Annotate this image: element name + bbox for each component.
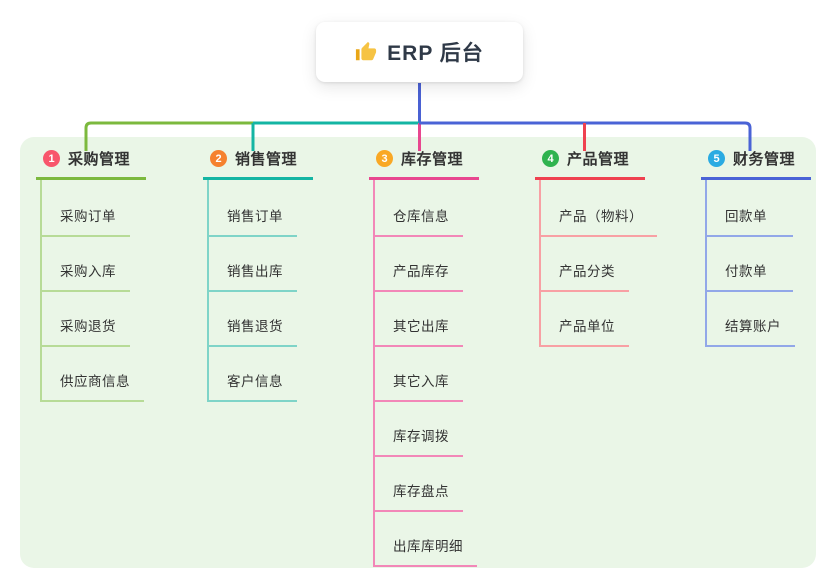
child-label: 回款单 xyxy=(725,209,767,224)
child-label: 产品分类 xyxy=(559,264,615,279)
background-panel xyxy=(20,137,816,568)
child-node[interactable]: 产品库存 xyxy=(375,237,463,292)
child-node[interactable]: 采购退货 xyxy=(42,292,130,347)
child-label: 库存调拨 xyxy=(393,429,449,444)
child-node[interactable]: 采购订单 xyxy=(42,180,130,237)
branch-number-badge: 2 xyxy=(210,150,227,167)
branch-node[interactable]: 5 财务管理 xyxy=(701,148,811,180)
branch-node[interactable]: 1 采购管理 xyxy=(36,148,146,180)
branch-column-sales: 2 销售管理 销售订单 销售出库 销售退货 客户信息 xyxy=(203,148,313,402)
child-node[interactable]: 销售退货 xyxy=(209,292,297,347)
root-node[interactable]: ERP 后台 xyxy=(316,22,523,82)
branch-children: 回款单 付款单 结算账户 xyxy=(705,180,795,347)
branch-label: 销售管理 xyxy=(235,151,298,168)
branch-children: 产品（物料） 产品分类 产品单位 xyxy=(539,180,657,347)
branch-column-inventory: 3 库存管理 仓库信息 产品库存 其它出库 其它入库 库存调拨 库存盘点 出库库… xyxy=(369,148,479,567)
child-node[interactable]: 销售订单 xyxy=(209,180,297,237)
child-label: 产品单位 xyxy=(559,319,615,334)
branch-column-product: 4 产品管理 产品（物料） 产品分类 产品单位 xyxy=(535,148,657,347)
child-node[interactable]: 销售出库 xyxy=(209,237,297,292)
child-label: 付款单 xyxy=(725,264,767,279)
branch-label: 采购管理 xyxy=(68,151,131,168)
child-node[interactable]: 出库库明细 xyxy=(375,512,477,567)
child-label: 产品（物料） xyxy=(559,209,643,224)
child-label: 采购退货 xyxy=(60,319,116,334)
child-label: 采购订单 xyxy=(60,209,116,224)
child-label: 产品库存 xyxy=(393,264,449,279)
branch-children: 仓库信息 产品库存 其它出库 其它入库 库存调拨 库存盘点 出库库明细 xyxy=(373,180,477,567)
branch-label: 产品管理 xyxy=(567,151,630,168)
child-label: 客户信息 xyxy=(227,374,283,389)
branch-label: 财务管理 xyxy=(733,151,796,168)
child-label: 结算账户 xyxy=(725,319,781,334)
child-node[interactable]: 库存调拨 xyxy=(375,402,463,457)
branch-number-badge: 3 xyxy=(376,150,393,167)
child-node[interactable]: 回款单 xyxy=(707,180,793,237)
child-node[interactable]: 付款单 xyxy=(707,237,793,292)
child-label: 销售订单 xyxy=(227,209,283,224)
branch-number-badge: 4 xyxy=(542,150,559,167)
branch-node[interactable]: 4 产品管理 xyxy=(535,148,645,180)
branch-children: 销售订单 销售出库 销售退货 客户信息 xyxy=(207,180,297,402)
child-node[interactable]: 客户信息 xyxy=(209,347,297,402)
root-title: ERP 后台 xyxy=(387,42,484,65)
child-node[interactable]: 库存盘点 xyxy=(375,457,463,512)
child-label: 其它入库 xyxy=(393,374,449,389)
child-label: 其它出库 xyxy=(393,319,449,334)
child-node[interactable]: 产品单位 xyxy=(541,292,629,347)
child-node[interactable]: 产品（物料） xyxy=(541,180,657,237)
branch-node[interactable]: 3 库存管理 xyxy=(369,148,479,180)
child-label: 仓库信息 xyxy=(393,209,449,224)
child-label: 采购入库 xyxy=(60,264,116,279)
child-node[interactable]: 仓库信息 xyxy=(375,180,463,237)
branch-label: 库存管理 xyxy=(401,151,464,168)
child-node[interactable]: 结算账户 xyxy=(707,292,795,347)
child-node[interactable]: 采购入库 xyxy=(42,237,130,292)
child-label: 销售出库 xyxy=(227,264,283,279)
branch-number-badge: 5 xyxy=(708,150,725,167)
child-node[interactable]: 供应商信息 xyxy=(42,347,144,402)
thumbs-up-icon xyxy=(355,41,377,63)
branch-node[interactable]: 2 销售管理 xyxy=(203,148,313,180)
child-label: 供应商信息 xyxy=(60,374,130,389)
child-label: 销售退货 xyxy=(227,319,283,334)
child-label: 库存盘点 xyxy=(393,484,449,499)
child-label: 出库库明细 xyxy=(393,539,463,554)
branch-column-finance: 5 财务管理 回款单 付款单 结算账户 xyxy=(701,148,811,347)
child-node[interactable]: 产品分类 xyxy=(541,237,629,292)
branch-column-purchase: 1 采购管理 采购订单 采购入库 采购退货 供应商信息 xyxy=(36,148,146,402)
child-node[interactable]: 其它入库 xyxy=(375,347,463,402)
child-node[interactable]: 其它出库 xyxy=(375,292,463,347)
branch-children: 采购订单 采购入库 采购退货 供应商信息 xyxy=(40,180,144,402)
branch-number-badge: 1 xyxy=(43,150,60,167)
